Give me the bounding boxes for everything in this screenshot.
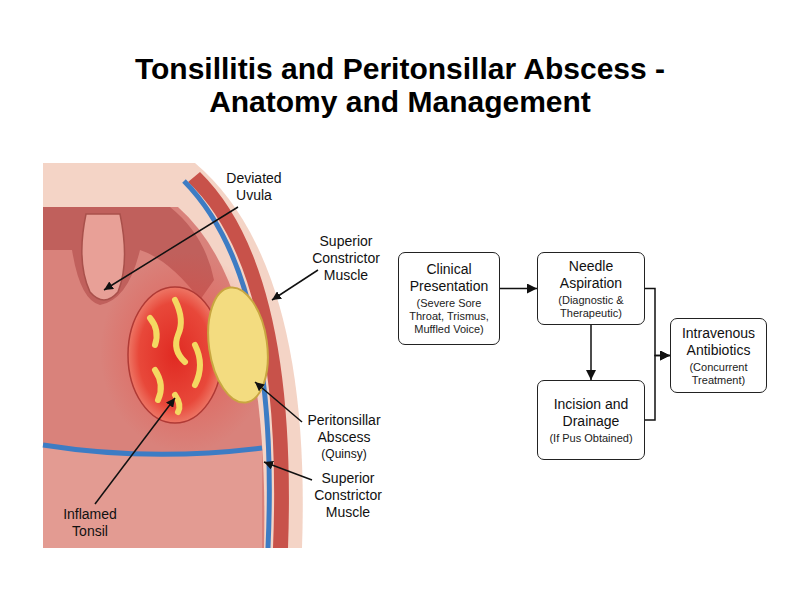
part-label: Peritonsillar Abscess bbox=[294, 412, 394, 446]
leader-line bbox=[104, 207, 238, 290]
tongue-base bbox=[43, 445, 262, 548]
process-box: Clinical Presentation(Severe Sore Throat… bbox=[398, 252, 500, 345]
uvula bbox=[82, 214, 125, 300]
box-heading: Intravenous Antibiotics bbox=[675, 325, 762, 359]
exudate-streak bbox=[175, 395, 179, 412]
box-note: (Severe Sore Throat, Trismus, Muffled Vo… bbox=[403, 297, 495, 336]
flow-arrow bbox=[590, 325, 592, 380]
process-box: Intravenous Antibiotics(Concurrent Treat… bbox=[670, 318, 767, 393]
box-heading: Needle Aspiration bbox=[542, 258, 640, 292]
mucosa-line bbox=[43, 445, 262, 454]
flow-arrow bbox=[500, 288, 537, 290]
process-box: Incision and Drainage (If Pus Obtained) bbox=[537, 380, 645, 460]
process-box: Needle Aspiration(Diagnostic & Therapeut… bbox=[537, 252, 645, 325]
leader-line bbox=[272, 270, 318, 300]
flow-arrow bbox=[645, 356, 670, 421]
part-label: Deviated Uvula bbox=[217, 170, 291, 204]
part-label: Superior Constrictor Muscle bbox=[300, 233, 392, 284]
exudate-streak bbox=[195, 345, 200, 385]
part-label: Inflamed Tonsil bbox=[52, 506, 128, 540]
leader-line bbox=[264, 462, 312, 480]
flow-arrow bbox=[645, 289, 670, 356]
part-label: (Quinsy) bbox=[304, 446, 384, 463]
tonsil-shape bbox=[128, 287, 222, 423]
part-label: Superior Constrictor Muscle bbox=[302, 470, 394, 521]
diagram-title: Tonsillitis and Peritonsillar Abscess - … bbox=[80, 52, 720, 118]
exudate-streak bbox=[175, 300, 185, 362]
box-note: (If Pus Obtained) bbox=[549, 432, 632, 445]
exudate-streak bbox=[155, 370, 161, 400]
box-heading: Clinical Presentation bbox=[403, 261, 495, 295]
leader-line bbox=[95, 398, 175, 504]
box-heading: Incision and Drainage bbox=[542, 396, 640, 430]
exudate-streaks bbox=[150, 300, 200, 412]
exudate-streak bbox=[150, 318, 157, 345]
leader-line bbox=[255, 382, 302, 422]
abscess-shape bbox=[201, 284, 275, 407]
box-note: (Diagnostic & Therapeutic) bbox=[542, 294, 640, 320]
box-note: (Concurrent Treatment) bbox=[675, 361, 762, 387]
outer-tissue bbox=[43, 163, 303, 548]
